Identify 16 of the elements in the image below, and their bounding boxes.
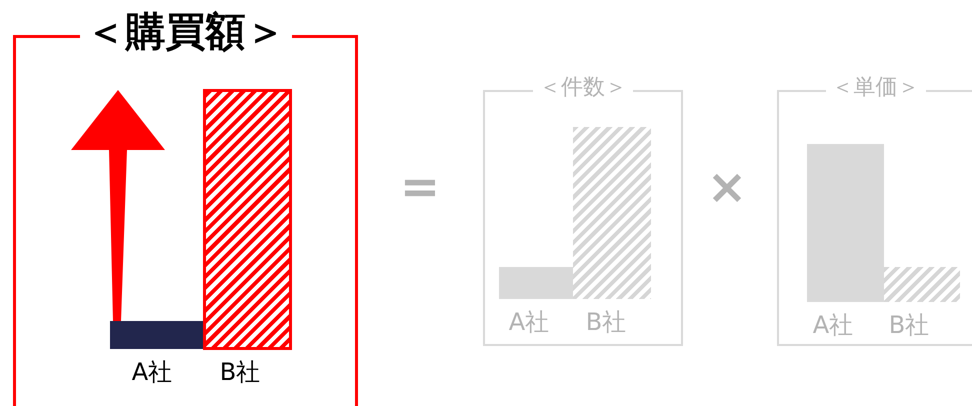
bar-label: B社 — [586, 307, 626, 338]
bar — [203, 89, 292, 350]
bar-label: A社 — [508, 307, 550, 338]
bar — [884, 267, 960, 302]
operator: = — [400, 159, 440, 215]
bar-label: B社 — [888, 310, 930, 341]
operator: × — [706, 159, 748, 215]
bar — [110, 321, 203, 349]
bar — [807, 144, 884, 302]
bar-label: A社 — [132, 357, 172, 388]
bar — [499, 267, 573, 299]
panel-title: ＜購買額＞ — [80, 10, 292, 54]
bar — [573, 127, 651, 299]
panel-title: ＜件数＞ — [533, 76, 633, 100]
bar-label: B社 — [220, 357, 260, 388]
bar-label: A社 — [812, 310, 854, 341]
